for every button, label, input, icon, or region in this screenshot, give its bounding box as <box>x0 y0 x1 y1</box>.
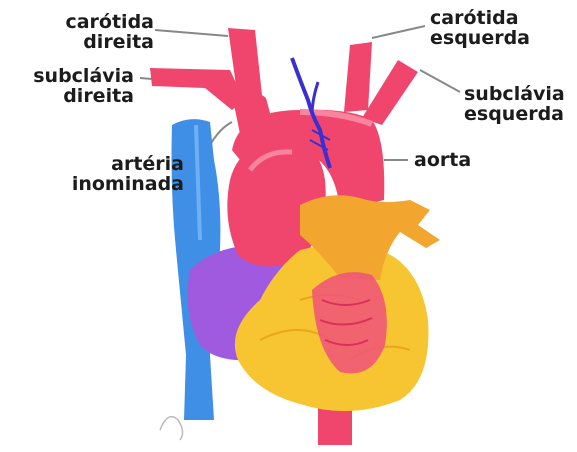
label-subclavia-direita-line2: direita <box>8 86 134 106</box>
label-carotida-direita-line2: direita <box>62 32 154 52</box>
left-subclavian <box>362 60 418 125</box>
label-carotida-esquerda-line2: esquerda <box>430 28 540 48</box>
label-arteria-inominada-line1: artéria <box>62 154 184 174</box>
label-subclavia-esquerda-line2: esquerda <box>464 104 574 124</box>
label-carotida-esquerda: carótida esquerda <box>430 8 540 48</box>
label-carotida-direita: carótida direita <box>62 12 154 52</box>
leader-carotida-esquerda <box>372 26 425 38</box>
label-subclavia-esquerda: subclávia esquerda <box>464 84 574 124</box>
label-aorta: aorta <box>414 150 484 170</box>
right-subclavian <box>150 68 244 110</box>
label-carotida-esquerda-line1: carótida <box>430 8 540 28</box>
label-subclavia-direita-line1: subclávia <box>8 66 134 86</box>
label-arteria-inominada: artéria inominada <box>62 154 184 194</box>
leader-carotida-direita <box>155 30 228 36</box>
label-arteria-inominada-line2: inominada <box>62 174 184 194</box>
label-carotida-direita-line1: carótida <box>62 12 154 32</box>
label-subclavia-esquerda-line1: subclávia <box>464 84 574 104</box>
label-aorta-line1: aorta <box>414 150 484 170</box>
label-subclavia-direita: subclávia direita <box>8 66 134 106</box>
leader-subclavia-esquerda <box>420 70 460 92</box>
left-carotid <box>344 42 372 112</box>
artist-signature <box>160 417 183 440</box>
